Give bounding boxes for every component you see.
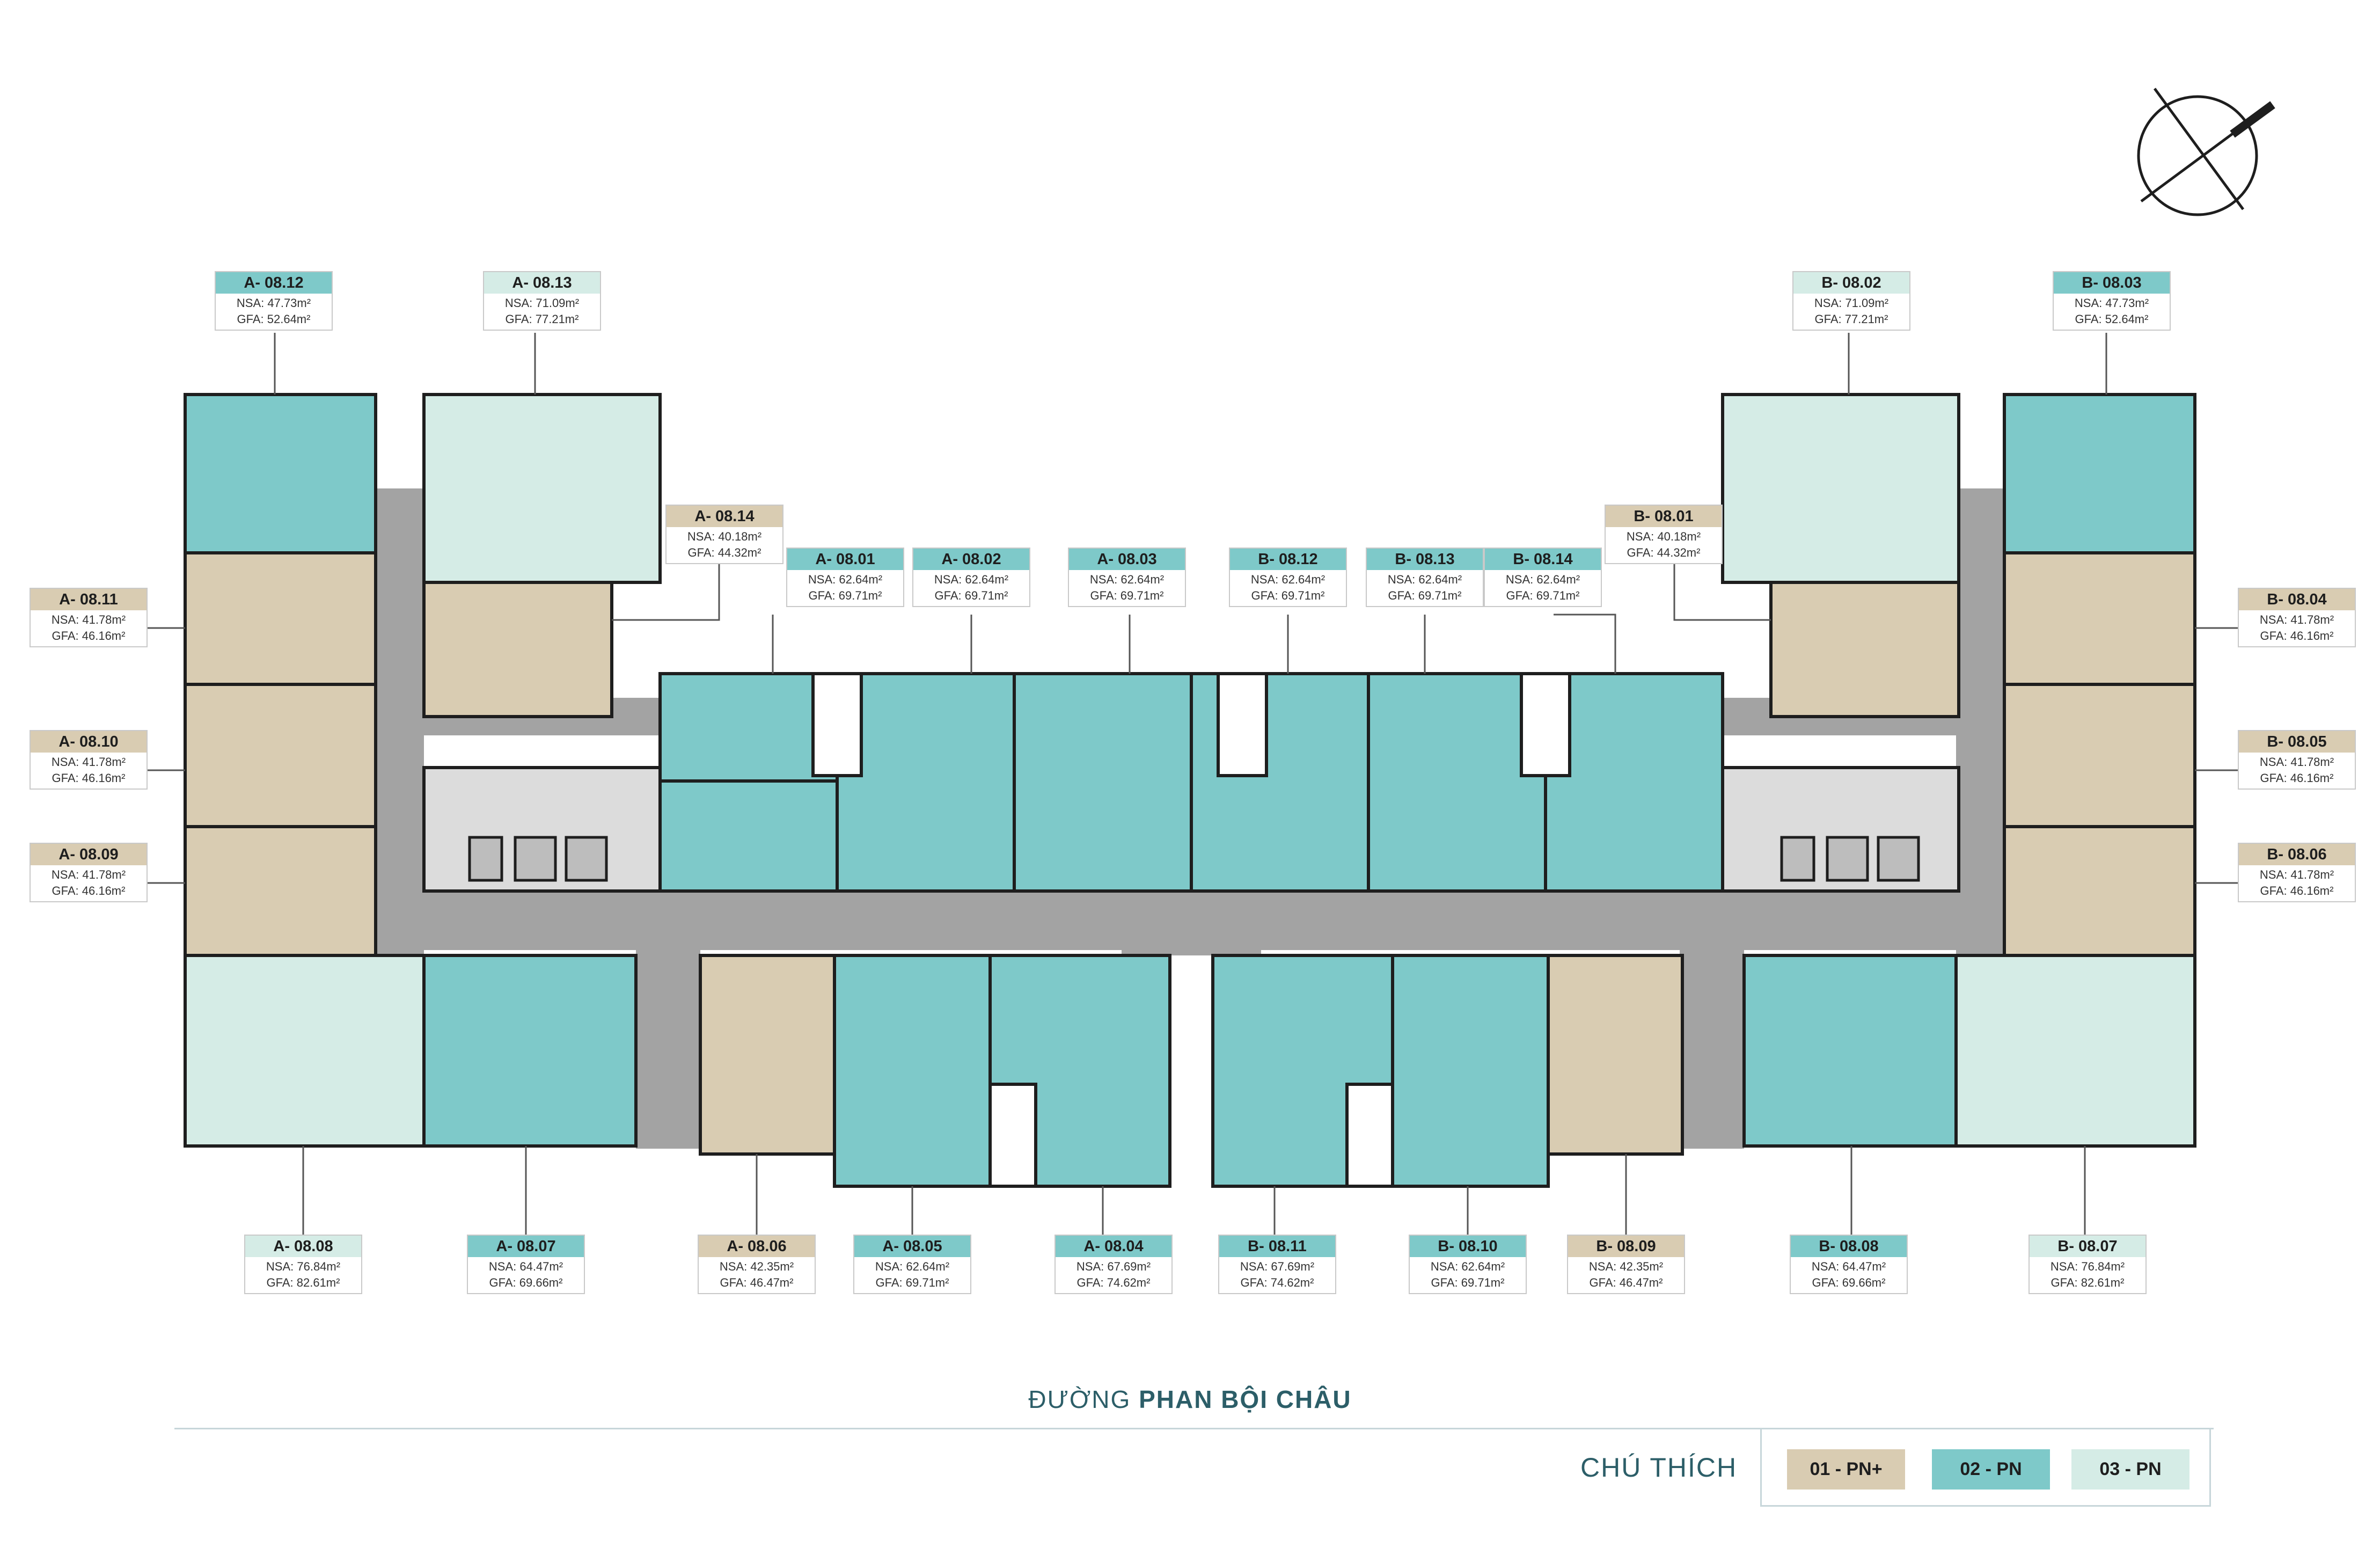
legend-frame bbox=[1760, 1429, 2211, 1507]
unit-code: B- 08.02 bbox=[1793, 272, 1909, 294]
unit-code: B- 08.09 bbox=[1568, 1236, 1684, 1257]
unit-code: A- 08.08 bbox=[245, 1236, 361, 1257]
unit-type-03 bbox=[184, 393, 2196, 1148]
unit-code: B- 08.04 bbox=[2239, 589, 2355, 610]
north-arrow-icon bbox=[2137, 87, 2275, 216]
unit-code: B- 08.05 bbox=[2239, 731, 2355, 753]
unit-code: A- 08.13 bbox=[484, 272, 600, 294]
unit-code: A- 08.09 bbox=[31, 844, 147, 865]
legend-item-01-pn: 01 - PN+ bbox=[1787, 1449, 1905, 1490]
legend-item-03-pn: 03 - PN bbox=[2071, 1449, 2189, 1490]
unit-code: A- 08.03 bbox=[1069, 549, 1185, 570]
unit-code: B- 08.01 bbox=[1606, 506, 1722, 527]
unit-code: B- 08.07 bbox=[2030, 1236, 2145, 1257]
unit-code: B- 08.11 bbox=[1219, 1236, 1335, 1257]
unit-type-01 bbox=[184, 551, 2196, 1156]
unit-code: B- 08.10 bbox=[1410, 1236, 1526, 1257]
unit-code: A- 08.11 bbox=[31, 589, 147, 610]
unit-code: B- 08.08 bbox=[1791, 1236, 1907, 1257]
leader-line bbox=[145, 333, 2238, 1237]
street-divider bbox=[174, 1428, 2214, 1429]
unit-code: A- 08.12 bbox=[216, 272, 332, 294]
unit-code: B- 08.12 bbox=[1230, 549, 1346, 570]
unit-code: B- 08.03 bbox=[2054, 272, 2170, 294]
unit-code: A- 08.06 bbox=[699, 1236, 815, 1257]
elevator bbox=[468, 836, 1920, 882]
unit-code: A- 08.14 bbox=[667, 506, 782, 527]
unit-code: A- 08.10 bbox=[31, 731, 147, 753]
unit-code: B- 08.14 bbox=[1485, 549, 1601, 570]
unit-code: A- 08.04 bbox=[1056, 1236, 1171, 1257]
legend-title: CHÚ THÍCH bbox=[1580, 1452, 1738, 1483]
legend-item-02-pn: 02 - PN bbox=[1932, 1449, 2050, 1490]
unit-code: B- 08.06 bbox=[2239, 844, 2355, 865]
unit-code: B- 08.13 bbox=[1367, 549, 1483, 570]
unit-code: A- 08.05 bbox=[854, 1236, 970, 1257]
unit-code: A- 08.01 bbox=[787, 549, 903, 570]
unit-code: A- 08.02 bbox=[913, 549, 1029, 570]
unit-type-02 bbox=[184, 393, 2196, 1188]
street-name: ĐƯỜNG PHAN BỘI CHÂU bbox=[1028, 1385, 1352, 1413]
light-well bbox=[811, 672, 1571, 1188]
unit-code: A- 08.07 bbox=[468, 1236, 584, 1257]
